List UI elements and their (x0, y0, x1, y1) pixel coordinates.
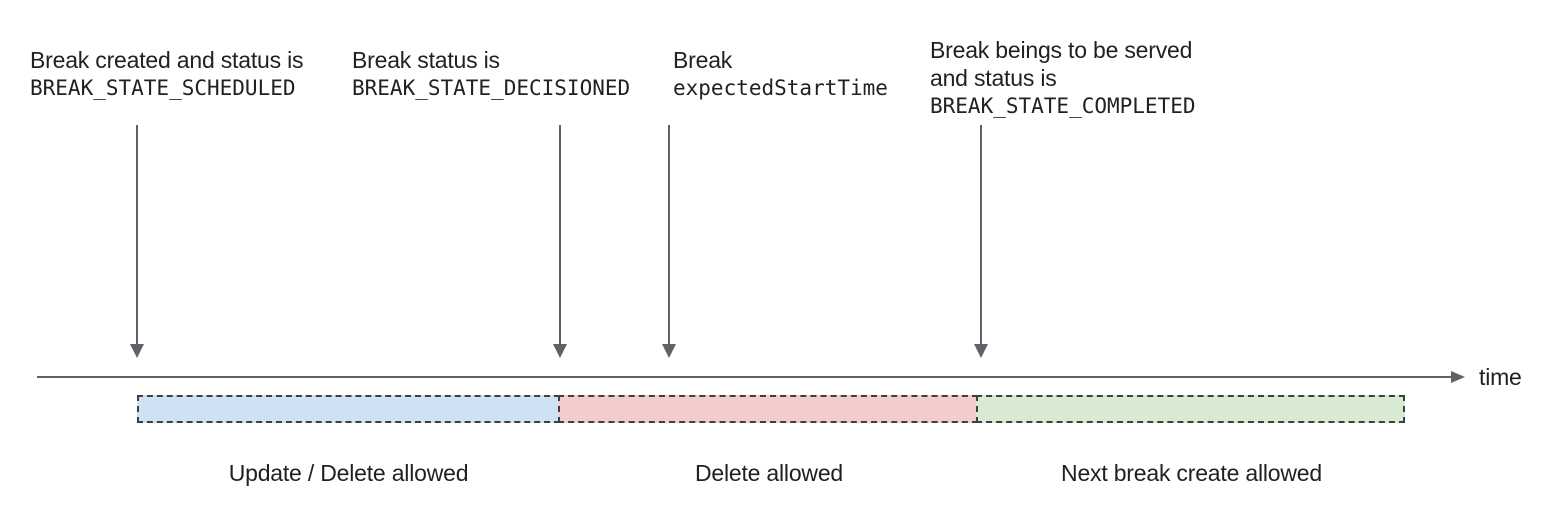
segment-label: Update / Delete allowed (228, 460, 469, 486)
annotation-text: Break created and status is (30, 47, 304, 73)
annotation-code: BREAK_STATE_COMPLETED (930, 94, 1196, 118)
segment-next-break-create-allowed (976, 395, 1405, 423)
annotation-break-decisioned: Break status is BREAK_STATE_DECISIONED (352, 46, 630, 102)
annotation-text: Break status is (352, 47, 500, 73)
annotation-code: expectedStartTime (673, 76, 888, 100)
annotation-code: BREAK_STATE_SCHEDULED (30, 76, 296, 100)
down-arrow-icon (668, 125, 670, 344)
segment-delete-allowed (558, 395, 978, 423)
annotation-text: Break (673, 47, 733, 73)
time-axis-label: time (1479, 364, 1522, 390)
time-axis (37, 376, 1451, 378)
down-arrow-icon (980, 125, 982, 344)
annotation-text: and status is (930, 65, 1057, 91)
segment-update-delete-allowed (137, 395, 560, 423)
annotation-break-completed: Break beings to be served and status is … (930, 36, 1196, 120)
down-arrow-icon (559, 125, 561, 344)
annotation-code: BREAK_STATE_DECISIONED (352, 76, 631, 100)
annotation-text: Break beings to be served (930, 37, 1193, 63)
segment-label: Delete allowed (694, 460, 844, 486)
annotation-break-scheduled: Break created and status is BREAK_STATE_… (30, 46, 304, 102)
annotation-expected-start-time: Break expectedStartTime (673, 46, 888, 102)
down-arrow-icon (136, 125, 138, 344)
segment-label: Next break create allowed (1061, 460, 1322, 486)
